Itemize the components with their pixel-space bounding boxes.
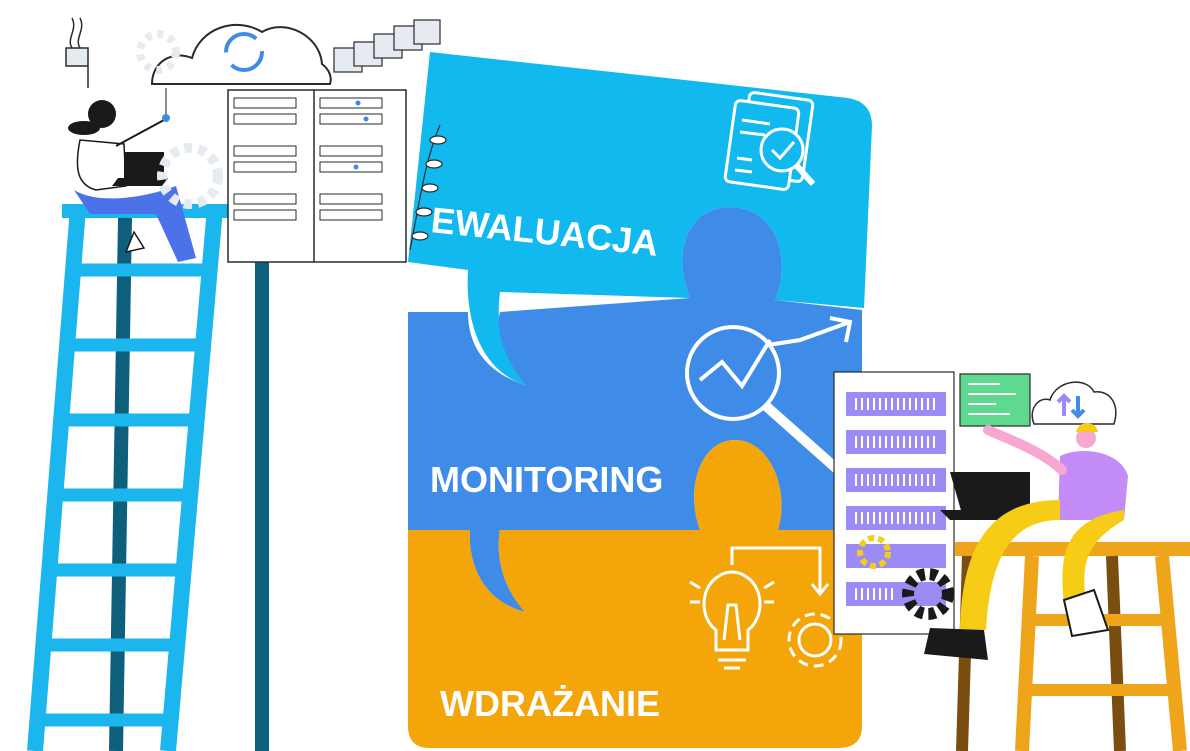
monitoring-label: MONITORING: [430, 459, 663, 500]
right-person: [924, 423, 1128, 660]
folders-icon: [333, 19, 441, 73]
implementation-label: WDRAŻANIE: [440, 683, 660, 724]
monitoring-piece: MONITORING: [408, 207, 862, 612]
right-server-rack: [833, 371, 955, 635]
left-ladder: [27, 204, 230, 751]
cloud-sync-icon: [136, 23, 332, 85]
document-check-icon: [723, 91, 816, 191]
lightbulb-gear-icon: [689, 546, 843, 670]
left-person: [68, 88, 223, 262]
code-screen-icon: [959, 373, 1031, 427]
monitoring-shape: [408, 207, 862, 612]
cloud-upload-download-icon: [1031, 381, 1117, 425]
plant-icon: [65, 17, 89, 88]
magnifier-trend-icon: [685, 316, 853, 474]
implementation-piece: WDRAŻANIE: [408, 440, 862, 748]
plant-leaves: [409, 124, 447, 251]
gear-icon-dark: [902, 568, 954, 620]
gear-icon: [857, 535, 891, 569]
left-server-rack: [227, 89, 407, 263]
implementation-shape: [408, 440, 862, 748]
evaluation-piece: EWALUACJA: [408, 52, 872, 385]
